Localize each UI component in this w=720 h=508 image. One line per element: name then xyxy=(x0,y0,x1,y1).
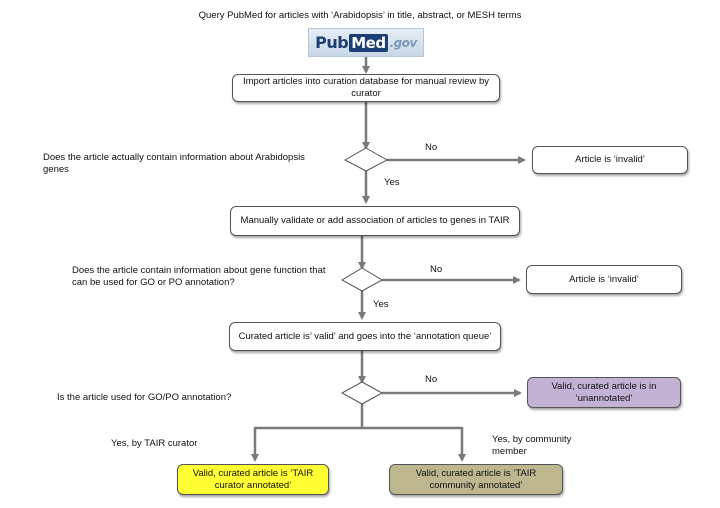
label-yes-tair-curator: Yes, by TAIR curator xyxy=(111,438,198,449)
decision-diamond-3 xyxy=(340,381,384,405)
label-yes-community-member: Yes, by community member xyxy=(492,434,572,457)
decision-diamond-2 xyxy=(340,267,384,292)
question-arabidopsis-genes: Does the article actually contain inform… xyxy=(43,152,305,175)
outcome-tair-curator-annotated: Valid, curated article is ‘TAIR curator … xyxy=(177,464,329,495)
label-yes-2: Yes xyxy=(373,299,389,310)
flow-title: Query PubMed for articles with ‘Arabidop… xyxy=(198,10,522,21)
question-gene-function: Does the article contain information abo… xyxy=(72,265,326,288)
step-annotation-queue: Curated article is’ valid’ and goes into… xyxy=(229,322,501,351)
question-go-po-annotation: Is the article used for GO/PO annotation… xyxy=(57,392,232,403)
outcome-invalid-1: Article is ‘invalid’ xyxy=(532,146,688,174)
decision-diamond-1 xyxy=(343,147,389,172)
outcome-unannotated: Valid, curated article is in ‘unannotate… xyxy=(527,377,681,408)
label-no-3: No xyxy=(425,374,438,385)
label-no-1: No xyxy=(425,142,438,153)
label-no-2: No xyxy=(430,264,443,275)
step-import-articles: Import articles into curation database f… xyxy=(232,74,500,102)
step-validate-genes: Manually validate or add association of … xyxy=(230,206,520,236)
outcome-invalid-2: Article is ‘invalid’ xyxy=(526,265,682,294)
outcome-tair-community-annotated: Valid, curated article is ‘TAIR communit… xyxy=(389,464,563,495)
label-yes-1: Yes xyxy=(384,177,400,188)
